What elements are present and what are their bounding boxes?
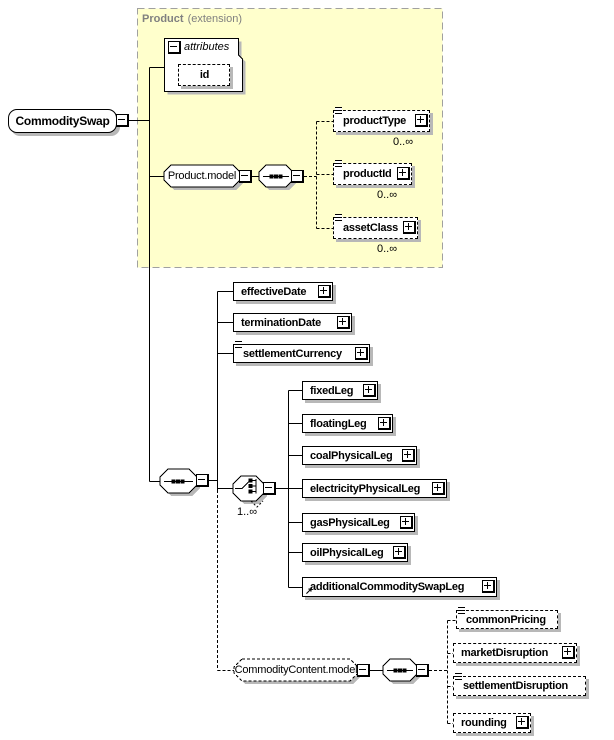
commodity-content-model-group[interactable] (233, 658, 359, 682)
expand-icon[interactable] (400, 515, 413, 529)
expand-icon[interactable] (363, 383, 376, 397)
collapse-icon[interactable] (416, 664, 429, 677)
element-coalphysicalleg[interactable]: coalPhysicalLeg (302, 446, 417, 465)
element-label: coalPhysicalLeg (310, 449, 393, 462)
element-label: oilPhysicalLeg (310, 546, 384, 559)
annotation-icon (335, 214, 342, 222)
element-commonpricing[interactable]: commonPricing (456, 607, 558, 629)
choice-icon (235, 478, 257, 494)
expand-icon[interactable] (337, 315, 350, 329)
dashed-connectors (217, 121, 456, 724)
element-label: CommoditySwap (15, 114, 110, 128)
occurs-label: 0..∞ (377, 189, 398, 201)
element-label: settlementCurrency (243, 347, 342, 360)
expand-icon[interactable] (393, 545, 406, 559)
extension-title-name: Product (142, 13, 184, 25)
element-label: settlementDisruption (463, 680, 569, 692)
element-settlementdisruption[interactable]: settlementDisruption (453, 673, 586, 696)
element-floatingleg[interactable]: floatingLeg (302, 414, 393, 433)
commodity-content-model-label: CommodityContent.model (234, 664, 358, 676)
annotation-icon (455, 673, 462, 681)
expand-icon[interactable] (355, 346, 368, 360)
collapse-icon[interactable] (291, 170, 304, 183)
element-effectivedate[interactable]: effectiveDate (233, 282, 333, 301)
element-oilphysicalleg[interactable]: oilPhysicalLeg (302, 543, 408, 562)
collapse-icon[interactable] (357, 664, 370, 677)
element-productid[interactable]: productId (333, 160, 412, 185)
attributes-label: attributes (184, 41, 230, 53)
element-commodityswap[interactable]: CommoditySwap (8, 109, 117, 133)
choice-repeat-marker (250, 500, 264, 508)
annotation-icon (335, 160, 342, 168)
collapse-icon[interactable] (116, 114, 129, 127)
product-model-group[interactable] (163, 164, 241, 188)
collapse-icon[interactable] (196, 474, 209, 487)
element-label: floatingLeg (310, 417, 367, 430)
occurs-label: 1..∞ (237, 506, 258, 518)
element-gasphysicalleg[interactable]: gasPhysicalLeg (302, 513, 415, 532)
expand-icon[interactable] (415, 114, 428, 127)
element-terminationdate[interactable]: terminationDate (233, 313, 352, 332)
element-label: assetClass (343, 222, 398, 234)
element-label: rounding (461, 717, 507, 729)
product-model-label: Product.model (167, 170, 237, 182)
annotation-icon (235, 341, 242, 349)
annotation-icon (335, 107, 342, 115)
element-assetclass[interactable]: assetClass (333, 214, 418, 239)
element-marketdisruption[interactable]: marketDisruption (453, 643, 577, 663)
element-label: commonPricing (466, 613, 546, 626)
element-electricityphysicalleg[interactable]: electricityPhysicalLeg (302, 479, 447, 498)
expand-icon[interactable] (397, 167, 410, 180)
collapse-icon[interactable] (263, 482, 276, 495)
element-label: productType (343, 115, 407, 127)
occurs-label: 0..∞ (377, 243, 398, 255)
collapse-icon[interactable] (168, 41, 181, 54)
extension-title: Product(extension) (142, 13, 242, 25)
attribute-label: id (199, 69, 210, 81)
occurs-label: 0..∞ (393, 136, 414, 148)
solid-connectors (129, 67, 384, 671)
annotation-icon (458, 607, 465, 615)
element-label: fixedLeg (310, 384, 354, 397)
compositors (159, 164, 418, 682)
expand-icon[interactable] (562, 646, 575, 659)
extension-title-kind: (extension) (187, 13, 242, 25)
element-label: terminationDate (241, 316, 321, 329)
element-label: gasPhysicalLeg (310, 516, 390, 529)
element-label: marketDisruption (461, 647, 549, 659)
element-additionalcommodityswapleg[interactable]: ↗ additionalCommoditySwapLeg (302, 577, 497, 597)
attribute-id[interactable]: id (178, 64, 230, 86)
reference-icon: ↗ (305, 586, 313, 596)
expand-icon[interactable] (482, 580, 495, 593)
element-settlementcurrency[interactable]: settlementCurrency (233, 341, 370, 363)
expand-icon[interactable] (403, 221, 416, 234)
element-label: additionalCommoditySwapLeg (310, 581, 465, 593)
expand-icon[interactable] (516, 716, 529, 729)
collapse-icon[interactable] (239, 170, 252, 183)
expand-icon[interactable] (432, 481, 445, 495)
expand-icon[interactable] (318, 284, 331, 298)
element-fixedleg[interactable]: fixedLeg (302, 381, 378, 400)
element-label: productId (343, 168, 392, 180)
element-rounding[interactable]: rounding (453, 713, 531, 733)
sequence-icon (164, 174, 413, 673)
element-producttype[interactable]: productType (333, 107, 430, 132)
expand-icon[interactable] (402, 448, 415, 462)
element-label: electricityPhysicalLeg (310, 482, 421, 495)
expand-icon[interactable] (378, 416, 391, 430)
element-label: effectiveDate (241, 285, 307, 298)
